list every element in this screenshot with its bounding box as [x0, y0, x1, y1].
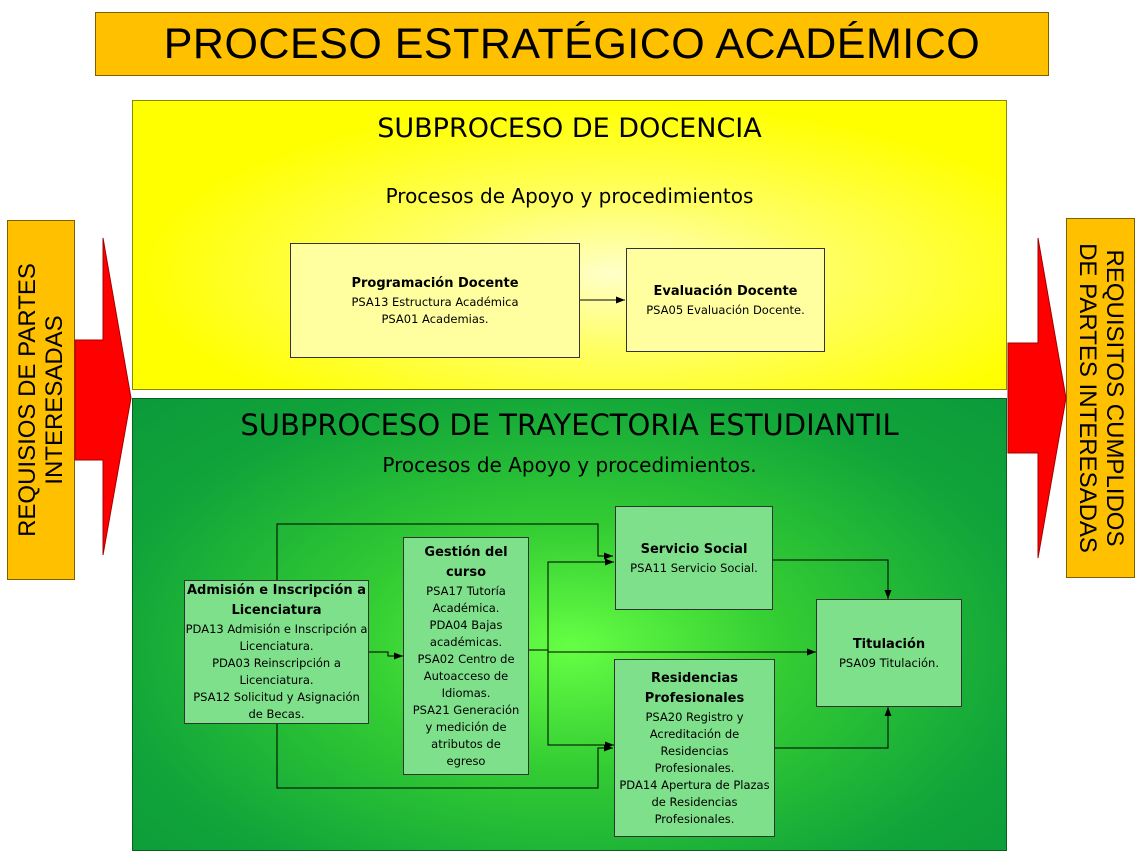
input-arrow [74, 237, 132, 556]
servicio-social-title: Servicio Social [640, 541, 748, 557]
residencias-title: Residencias Profesionales [644, 670, 745, 706]
servicio-social-line: PSA11 Servicio Social. [630, 560, 758, 575]
gestion-line: PSA02 Centro de Autoacceso de Idiomas. [417, 651, 515, 700]
gestion-title: Gestión del curso [424, 544, 508, 580]
docencia-heading: SUBPROCESO DE DOCENCIA [377, 113, 762, 144]
output-arrow [1007, 237, 1067, 559]
programacion-docente-title: Programación Docente [351, 275, 519, 291]
programacion-docente-box: Programación Docente PSA13 Estructura Ac… [290, 243, 580, 358]
residencias-to-titulacion [775, 707, 892, 749]
admision-line: PSA12 Solicitud y Asignación de Becas. [193, 690, 360, 721]
gestion-line: PSA21 Generación y medición de atributos… [412, 702, 520, 768]
gestion-line: PDA04 Bajas académicas. [429, 617, 503, 649]
titulacion-line: PSA09 Titulación. [838, 655, 939, 670]
trayectoria-subheading: Procesos de Apoyo y procedimientos. [382, 453, 757, 477]
titulacion-box: Titulación PSA09 Titulación. [816, 599, 962, 707]
gestion-to-servicio [529, 558, 614, 651]
titulacion-title: Titulación [852, 636, 926, 652]
admision-to-residencias [276, 724, 613, 789]
output-requirements-label: REQUISITOS CUMPLIDOS DE PARTES INTERESAD… [1066, 218, 1135, 578]
admision-line: PDA13 Admisión e Inscripción a Licenciat… [185, 622, 368, 653]
evaluacion-docente-title: Evaluación Docente [653, 283, 798, 299]
page-title: PROCESO ESTRATÉGICO ACADÉMICO [95, 12, 1049, 76]
docencia-subheading: Procesos de Apoyo y procedimientos [385, 184, 754, 208]
trayectoria-heading: SUBPROCESO DE TRAYECTORIA ESTUDIANTIL [240, 408, 899, 442]
programacion-docente-line: PSA13 Estructura Académica [351, 294, 519, 309]
input-requirements-label: REQUISIOS DE PARTES INTERESADAS [7, 220, 75, 580]
residencias-line: PSA20 Registro y Acreditación de Residen… [645, 709, 744, 775]
evaluacion-docente-line: PSA05 Evaluación Docente. [646, 302, 805, 317]
residencias-line: PDA14 Apertura de Plazas de Residencias … [619, 777, 770, 826]
servicio-social-box: Servicio Social PSA11 Servicio Social. [615, 506, 773, 610]
admision-title: Admisión e Inscripción a Licenciatura [187, 583, 366, 618]
evaluacion-docente-box: Evaluación Docente PSA05 Evaluación Doce… [626, 248, 825, 352]
admision-box: Admisión e Inscripción a Licenciatura PD… [184, 580, 369, 724]
admision-to-servicio [276, 523, 613, 580]
gestion-to-residencias [547, 650, 614, 749]
servicio-to-titulacion [773, 559, 892, 599]
admision-to-gestion [369, 651, 403, 660]
admision-line: PDA03 Reinscripción a Licenciatura. [212, 656, 341, 687]
residencias-box: Residencias Profesionales PSA20 Registro… [614, 659, 775, 837]
programacion-docente-line: PSA01 Academias. [381, 311, 489, 326]
gestion-box: Gestión del curso PSA17 Tutoría Académic… [403, 537, 529, 775]
gestion-line: PSA17 Tutoría Académica. [426, 583, 506, 615]
